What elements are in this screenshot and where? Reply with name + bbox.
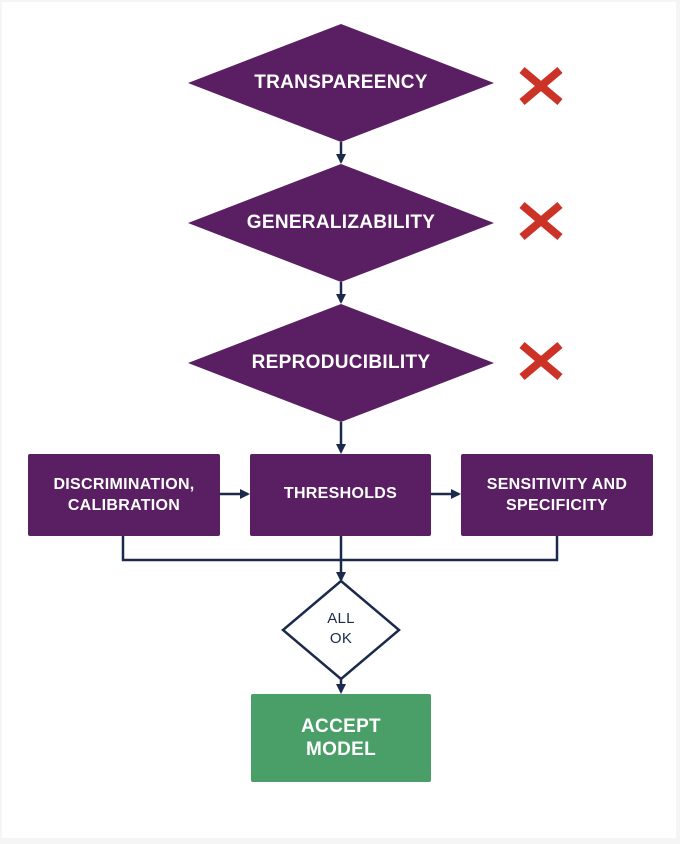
accept-model-box: [251, 694, 431, 782]
decision-label: ALL OK: [327, 610, 355, 647]
x-mark-icon: [519, 341, 563, 381]
check-diamond-reproducibility: [188, 304, 494, 422]
check-diamond-generalizability: [188, 164, 494, 282]
step-label-thresholds: THRESHOLDS: [283, 484, 398, 502]
step-box-sensitivity: [461, 454, 653, 536]
step-box-thresholds: [250, 454, 431, 536]
check-label-reproducibility: REPRODUCIBILITY: [251, 352, 431, 373]
x-mark-icon: [519, 201, 563, 241]
step-box-discrimination: [28, 454, 220, 536]
outcome-label: ACCEPT MODEL: [301, 716, 381, 760]
check-label-transparency: TRANSPAREENCY: [254, 72, 428, 93]
check-label-generalizability: GENERALIZABILITY: [246, 212, 436, 233]
x-mark-icon: [519, 66, 563, 106]
step-label-discrimination: DISCRIMINATION, CALIBRATION: [53, 476, 195, 514]
check-diamond-transparency: [188, 24, 494, 142]
step-label-sensitivity: SENSITIVITY AND SPECIFICITY: [486, 476, 628, 514]
